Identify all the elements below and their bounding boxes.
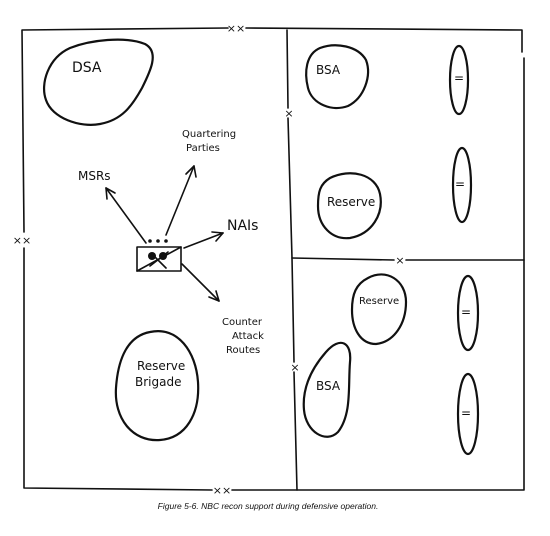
- battalion-position-1: =: [448, 44, 470, 116]
- battalion-position-3: =: [456, 274, 480, 352]
- brigade-boundary-mark-lateral: ×: [395, 254, 404, 267]
- battalion-mark: =: [461, 406, 471, 420]
- reserve-area-bottom: Reserve: [350, 273, 408, 346]
- arrow-to-quartering-parties: [165, 165, 197, 236]
- brigade-boundary-mark-lower: ×: [290, 361, 299, 374]
- quartering-parties-label-line2: Parties: [186, 143, 220, 154]
- bsa-area-top: BSA: [305, 44, 370, 110]
- reserve-bottom-label: Reserve: [359, 296, 399, 307]
- counter-attack-label-line1: Counter: [222, 317, 263, 328]
- battalion-mark: =: [461, 305, 471, 319]
- counter-attack-label-line3: Routes: [226, 345, 260, 356]
- arrow-to-msrs: [105, 187, 147, 244]
- division-boundary-mark-left: ××: [13, 234, 31, 247]
- brigade-boundary: [286, 29, 525, 491]
- dsa-area: DSA: [42, 38, 154, 126]
- reserve-area-top: Reserve: [316, 172, 382, 240]
- reserve-brigade-label-line1: Reserve: [137, 359, 185, 373]
- division-boundary-mark-bottom: ××: [213, 484, 231, 497]
- arrow-to-counter-attack-routes: [181, 263, 220, 302]
- reserve-brigade-label-line2: Brigade: [135, 375, 181, 389]
- battalion-position-2: =: [451, 146, 473, 224]
- brigade-boundary-mark-upper: ×: [284, 107, 293, 120]
- battalion-mark: =: [455, 177, 465, 191]
- quartering-parties-label-line1: Quartering: [182, 129, 236, 140]
- nbc-recon-unit-symbol: [136, 239, 182, 272]
- reserve-brigade-area: Reserve Brigade: [114, 330, 200, 442]
- battalion-mark: =: [454, 71, 464, 85]
- arrow-to-nais: [183, 231, 224, 249]
- reserve-top-label: Reserve: [327, 195, 375, 209]
- counter-attack-label-line2: Attack: [232, 331, 264, 342]
- dsa-label: DSA: [72, 60, 102, 76]
- bsa-bottom-label: BSA: [316, 379, 341, 393]
- figure-caption: Figure 5-6. NBC recon support during def…: [158, 501, 379, 511]
- battalion-position-4: =: [456, 372, 480, 456]
- division-boundary-mark-top: ××: [227, 22, 245, 35]
- msrs-label: MSRs: [78, 169, 111, 183]
- bsa-top-label: BSA: [316, 63, 341, 77]
- bsa-area-bottom: BSA: [302, 341, 352, 438]
- nais-label: NAIs: [227, 218, 258, 234]
- division-boundary: [21, 27, 525, 491]
